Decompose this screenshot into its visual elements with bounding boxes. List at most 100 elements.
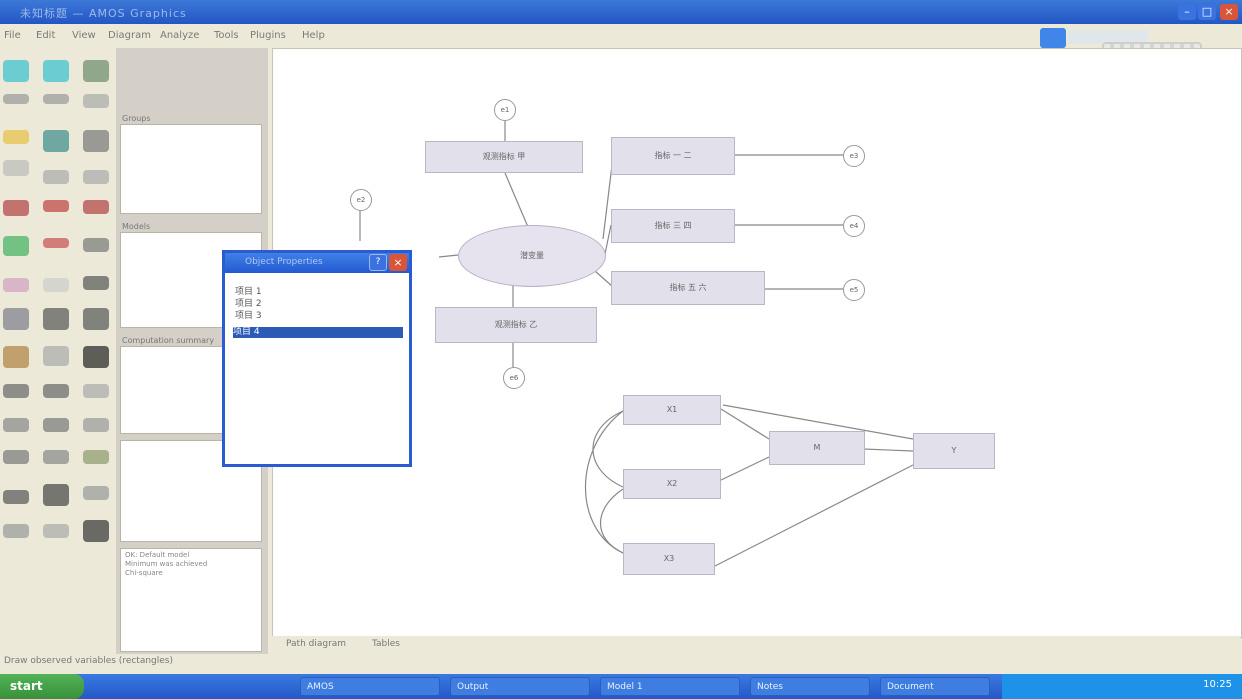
model2-box-x1[interactable]: X1: [623, 395, 721, 425]
draw-oval-tool-icon[interactable]: [43, 60, 69, 82]
model-panel: Groups Models Computation summary OK: De…: [116, 48, 268, 658]
taskbar-item-1[interactable]: AMOS: [300, 677, 440, 696]
title-tool-icon[interactable]: [83, 130, 109, 152]
dialog-list-item[interactable]: 项目 3: [235, 311, 262, 321]
text-tool-icon[interactable]: [3, 160, 29, 176]
clock: 10:25: [1203, 679, 1232, 690]
minimize-button[interactable]: –: [1178, 4, 1196, 20]
calc-tool-icon[interactable]: [3, 346, 29, 368]
reflect-tool-icon[interactable]: [83, 276, 109, 290]
preserve-tool-icon[interactable]: [83, 170, 109, 184]
summary-line-2: Minimum was achieved: [125, 560, 208, 568]
menu-edit[interactable]: Edit: [36, 30, 56, 41]
menu-file[interactable]: File: [4, 30, 21, 41]
deselect-tool-icon[interactable]: [43, 238, 69, 248]
view-text-tool-icon[interactable]: [43, 346, 69, 366]
multi-group-tool-icon[interactable]: [83, 486, 109, 500]
search-tool-icon[interactable]: [43, 450, 69, 464]
redo-tool-icon[interactable]: [43, 524, 69, 538]
touch-up-tool-icon[interactable]: [83, 418, 109, 432]
menu-view[interactable]: View: [72, 30, 96, 41]
plugin-tool-icon[interactable]: [83, 520, 109, 542]
grid-tool-icon[interactable]: [3, 308, 29, 330]
bayes-tool-icon[interactable]: [43, 418, 69, 432]
menu-tools[interactable]: Tools: [214, 30, 239, 41]
summary-line-3: Chi-square: [125, 569, 163, 577]
model2-box-x2[interactable]: X2: [623, 469, 721, 499]
menu-plugins[interactable]: Plugins: [250, 30, 286, 41]
dialog-list-item[interactable]: 项目 1: [235, 287, 262, 297]
dialog-help-button[interactable]: ?: [369, 254, 387, 271]
view-tabs: Path diagram Tables: [272, 636, 1240, 654]
arrow-tool-icon[interactable]: [3, 94, 29, 104]
model2-box-x3[interactable]: X3: [623, 543, 715, 575]
error-tool-icon[interactable]: [83, 94, 109, 108]
menu-diagram[interactable]: Diagram: [108, 30, 151, 41]
shape-tool-icon[interactable]: [43, 278, 69, 292]
tab-path-diagram[interactable]: Path diagram: [286, 639, 347, 649]
select-all-tool-icon[interactable]: [43, 200, 69, 212]
degrees-tool-icon[interactable]: [43, 484, 69, 506]
dialog-list-item-selected[interactable]: 项目 4: [233, 327, 403, 338]
dialog-list-item[interactable]: 项目 2: [235, 299, 262, 309]
rotate-tool-icon[interactable]: [83, 238, 109, 252]
indicator-box-3[interactable]: 指标 五 六: [611, 271, 765, 305]
select-tool-icon[interactable]: [43, 170, 69, 184]
menu-bar: File Edit View Diagram Analyze Tools Plu…: [0, 26, 1242, 46]
pencil-tool-icon[interactable]: [3, 130, 29, 144]
move-tool-icon[interactable]: [3, 236, 29, 256]
error-node-e2[interactable]: e2: [350, 189, 372, 211]
zoom-in-tool-icon[interactable]: [3, 418, 29, 432]
model2-box-y[interactable]: Y: [913, 433, 995, 469]
close-button[interactable]: ×: [1220, 4, 1238, 20]
error-node-e5[interactable]: e5: [843, 279, 865, 301]
observed-top-box[interactable]: 观测指标 甲: [425, 141, 583, 173]
tab-tables[interactable]: Tables: [372, 639, 400, 649]
erase-tool-icon[interactable]: [83, 200, 109, 214]
dialog-close-button[interactable]: ×: [389, 254, 407, 271]
zoom-out-tool-icon[interactable]: [3, 450, 29, 464]
latent-variable-oval[interactable]: 潜变量: [458, 225, 606, 287]
list-vars-tool-icon[interactable]: [43, 130, 69, 152]
taskbar-item-3[interactable]: Model 1: [600, 677, 740, 696]
taskbar-item-4[interactable]: Notes: [750, 677, 870, 696]
drag-tool-icon[interactable]: [83, 384, 109, 398]
model2-box-m[interactable]: M: [769, 431, 865, 465]
taskbar-item-2[interactable]: Output: [450, 677, 590, 696]
covariance-tool-icon[interactable]: [43, 94, 69, 104]
print-tool-icon[interactable]: [3, 490, 29, 504]
object-properties-dialog[interactable]: Object Properties ? × 项目 1 项目 2 项目 3 项目 …: [222, 250, 412, 467]
menu-analyze[interactable]: Analyze: [160, 30, 200, 41]
models-header: Models: [122, 222, 151, 231]
summary-line-1: OK: Default model: [125, 551, 190, 559]
observed-bottom-box[interactable]: 观测指标 乙: [435, 307, 597, 343]
error-node-e1[interactable]: e1: [494, 99, 516, 121]
indicator-tool-icon[interactable]: [83, 60, 109, 82]
copy-tool-icon[interactable]: [3, 278, 29, 292]
indicator-box-2[interactable]: 指标 三 四: [611, 209, 735, 243]
error-node-e4[interactable]: e4: [843, 215, 865, 237]
window-title: 未知标题 — AMOS Graphics: [20, 7, 187, 20]
error-node-e3[interactable]: e3: [843, 145, 865, 167]
diagram-canvas[interactable]: e1 观测指标 甲 e2 潜变量 指标 一 二 指标 三 四 指标 五 六 e3…: [272, 48, 1242, 638]
delete-tool-icon[interactable]: [3, 200, 29, 216]
groups-list[interactable]: [120, 124, 262, 214]
fit-tool-icon[interactable]: [3, 384, 29, 398]
draw-rect-tool-icon[interactable]: [3, 60, 29, 82]
specification-tool-icon[interactable]: [83, 450, 109, 464]
undo-tool-icon[interactable]: [3, 524, 29, 538]
indicator-box-1[interactable]: 指标 一 二: [611, 137, 735, 175]
properties-tool-icon[interactable]: [83, 308, 109, 330]
data-tool-icon[interactable]: [43, 308, 69, 330]
menu-help[interactable]: Help: [302, 30, 325, 41]
maximize-button[interactable]: □: [1198, 4, 1216, 20]
start-button[interactable]: start: [0, 674, 84, 699]
brand-icon: [1040, 28, 1066, 48]
error-node-e6[interactable]: e6: [503, 367, 525, 389]
loupe-tool-icon[interactable]: [43, 384, 69, 398]
taskbar: start AMOS Output Model 1 Notes Document…: [0, 674, 1242, 699]
dialog-title-bar[interactable]: Object Properties ? ×: [225, 253, 409, 273]
status-bar: Draw observed variables (rectangles): [0, 654, 1242, 670]
taskbar-item-5[interactable]: Document: [880, 677, 990, 696]
save-tool-icon[interactable]: [83, 346, 109, 368]
